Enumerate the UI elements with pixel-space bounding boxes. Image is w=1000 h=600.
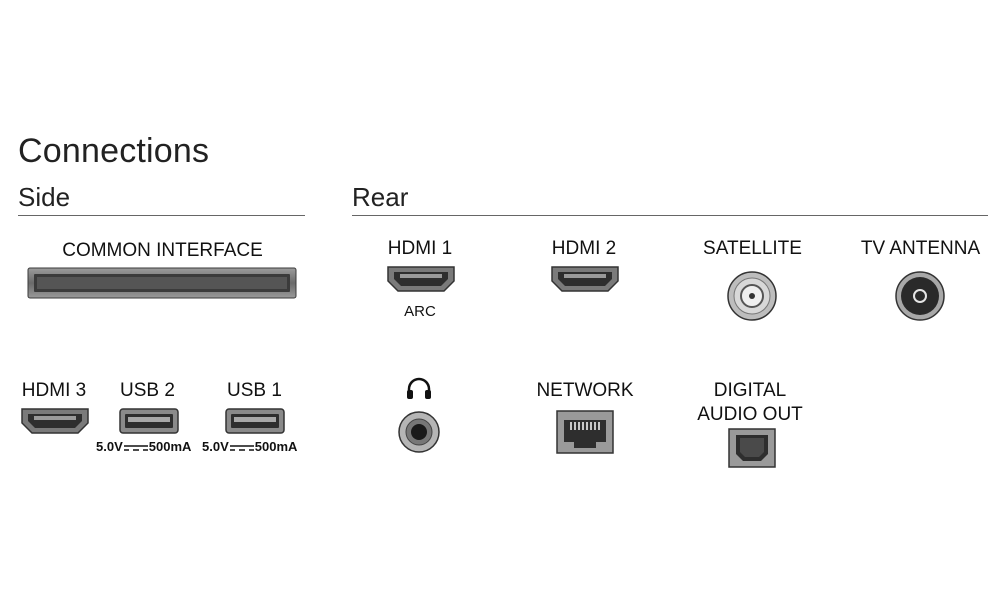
common-interface-slot-icon (27, 267, 297, 299)
dc-symbol-icon (123, 444, 148, 452)
section-side-divider (18, 215, 305, 216)
usb2-port-icon (119, 408, 179, 434)
satellite-connector-icon (726, 270, 778, 322)
section-side-heading: Side (18, 182, 71, 212)
tv-antenna-label: TV ANTENNA (860, 238, 981, 259)
usb1-port-icon (225, 408, 285, 434)
section-rear-divider (352, 215, 988, 216)
dc-symbol-icon (229, 444, 254, 452)
hdmi3-port-icon (20, 407, 90, 435)
hdmi2-port-icon (550, 265, 620, 293)
headphones-icon (406, 377, 432, 401)
tv-antenna-connector-icon (894, 270, 946, 322)
usb2-spec-current: 500mA (148, 439, 192, 454)
hdmi1-port-icon (386, 265, 456, 293)
hdmi3-label: HDMI 3 (21, 380, 87, 401)
optical-audio-port-icon (728, 428, 776, 468)
digital-audio-out-label-line1: DIGITAL (713, 380, 787, 401)
headphone-jack-icon (397, 410, 441, 454)
usb1-label: USB 1 (227, 380, 282, 401)
hdmi2-label: HDMI 2 (551, 238, 617, 259)
hdmi1-arc-label: ARC (404, 303, 436, 320)
satellite-label: SATELLITE (703, 238, 802, 259)
section-rear-heading: Rear (352, 182, 409, 212)
network-port-icon (556, 410, 614, 454)
digital-audio-out-label-line2: AUDIO OUT (697, 404, 803, 425)
common-interface-label: COMMON INTERFACE (62, 240, 263, 261)
usb1-spec: 5.0V 500mA (202, 439, 297, 454)
usb2-spec-voltage: 5.0V (96, 439, 123, 454)
usb1-spec-voltage: 5.0V (202, 439, 229, 454)
page-title: Connections (18, 132, 210, 170)
usb1-spec-current: 500mA (254, 439, 298, 454)
usb2-spec: 5.0V 500mA (96, 439, 191, 454)
usb2-label: USB 2 (120, 380, 175, 401)
hdmi1-label: HDMI 1 (387, 238, 453, 259)
network-label: NETWORK (536, 380, 634, 401)
